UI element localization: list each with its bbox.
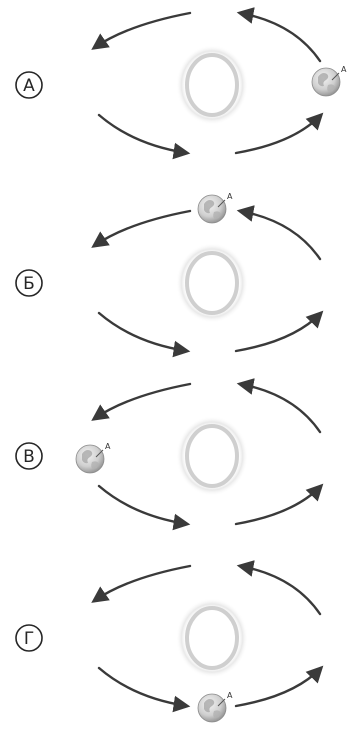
option-letter: А <box>23 76 35 96</box>
planet-earth-icon: А <box>198 691 233 722</box>
orbit-arrow-top-left <box>94 384 190 419</box>
option-letter: Б <box>23 274 35 294</box>
orbit-arrow-top-right <box>240 13 320 61</box>
option-letter: В <box>23 447 35 467</box>
orbit-panel: ВА <box>16 384 321 524</box>
orbit-arrow-top-left <box>94 211 190 246</box>
sun-icon <box>187 253 237 313</box>
orbit-arrow-top-right <box>240 211 320 259</box>
point-label: А <box>341 65 347 74</box>
orbit-arrow-top-right <box>240 384 320 432</box>
orbit-arrow-top-left <box>94 566 190 601</box>
orbit-panel: ГА <box>16 566 321 722</box>
point-label: А <box>227 691 233 700</box>
orbit-arrow-bottom-right <box>236 115 321 153</box>
sun-icon <box>187 55 237 115</box>
orbit-arrow-bottom-right <box>236 313 321 351</box>
planet-earth-icon: А <box>198 192 233 223</box>
sun-icon <box>187 426 237 486</box>
sun-icon <box>187 608 237 668</box>
orbit-arrow-top-right <box>240 566 320 614</box>
orbit-panel: БА <box>16 192 321 351</box>
orbit-panel: АА <box>16 13 347 153</box>
planet-earth-icon: А <box>76 442 111 473</box>
orbit-arrow-bottom-left <box>99 668 187 706</box>
orbit-arrow-bottom-left <box>99 313 187 351</box>
point-label: А <box>227 192 233 201</box>
orbit-arrow-bottom-left <box>99 115 187 153</box>
orbit-arrow-bottom-right <box>236 486 321 524</box>
orbit-arrow-bottom-left <box>99 486 187 524</box>
orbit-arrow-bottom-right <box>236 668 321 706</box>
option-letter: Г <box>24 629 34 649</box>
planet-earth-icon: А <box>312 65 347 96</box>
orbit-arrow-top-left <box>94 13 190 48</box>
point-label: А <box>105 442 111 451</box>
